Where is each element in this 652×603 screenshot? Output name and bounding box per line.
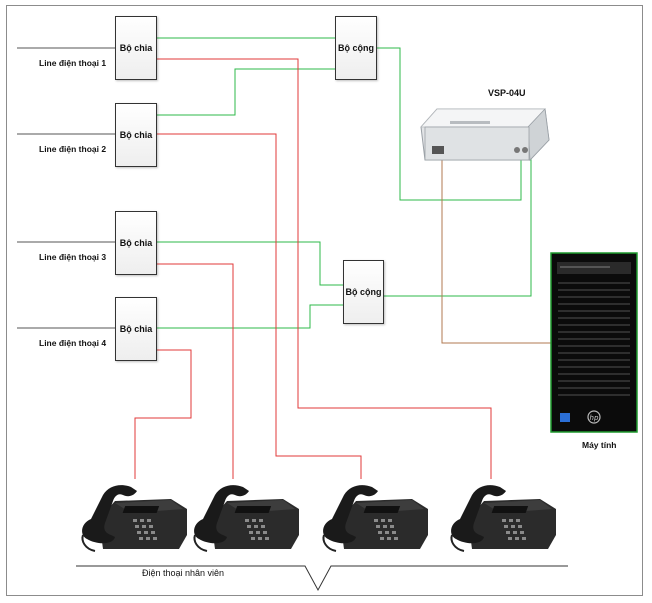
combiner-2-label: Bộ cộng bbox=[345, 287, 382, 297]
computer-tower-icon: hp bbox=[550, 252, 638, 433]
phones-brace bbox=[76, 565, 568, 592]
red-wire-s4-phone1 bbox=[134, 349, 192, 488]
desk-phone-icon bbox=[75, 479, 199, 555]
splitter-4: Bộ chia bbox=[115, 297, 157, 361]
green-wire-c2-vsp bbox=[384, 158, 532, 297]
green-wire-s4-c2 bbox=[157, 304, 343, 329]
splitter-1: Bộ chia bbox=[115, 16, 157, 80]
combiner-1-label: Bộ cộng bbox=[338, 43, 374, 53]
splitter-4-label: Bộ chia bbox=[119, 324, 153, 334]
line-label-1: Line điện thoại 1 bbox=[39, 58, 107, 68]
splitter-1-label: Bộ chia bbox=[119, 43, 153, 53]
desk-phone-icon bbox=[187, 479, 311, 555]
green-wire-s2-c1 bbox=[157, 68, 335, 116]
line-label-4: Line điện thoại 4 bbox=[39, 338, 107, 348]
green-wire-c1-vsp bbox=[377, 47, 522, 201]
diagram-frame bbox=[6, 5, 643, 596]
green-wire-s3-c2 bbox=[157, 241, 343, 286]
splitter-3-label: Bộ chia bbox=[119, 238, 153, 248]
red-wire-s3-phone2 bbox=[157, 263, 234, 488]
usb-cable-vsp-computer bbox=[441, 158, 591, 344]
splitter-3: Bộ chia bbox=[115, 211, 157, 275]
red-wire-s1-phone4 bbox=[157, 58, 492, 488]
vsp-device-icon bbox=[420, 108, 550, 161]
desk-phone-icon bbox=[316, 479, 440, 555]
svg-text:hp: hp bbox=[590, 414, 599, 422]
red-wire-s2-phone3 bbox=[157, 133, 362, 488]
vsp-device-label: VSP-04U bbox=[488, 88, 526, 98]
desk-phone-icon bbox=[444, 479, 568, 555]
line-label-3: Line điện thoại 3 bbox=[39, 252, 107, 262]
line-label-2: Line điện thoại 2 bbox=[39, 144, 107, 154]
splitter-2-label: Bộ chia bbox=[119, 130, 153, 140]
phones-label: Điện thoại nhân viên bbox=[142, 568, 225, 578]
splitter-2: Bộ chia bbox=[115, 103, 157, 167]
combiner-1: Bộ cộng bbox=[335, 16, 377, 80]
computer-label: Máy tính bbox=[582, 440, 617, 450]
combiner-2: Bộ cộng bbox=[343, 260, 384, 324]
